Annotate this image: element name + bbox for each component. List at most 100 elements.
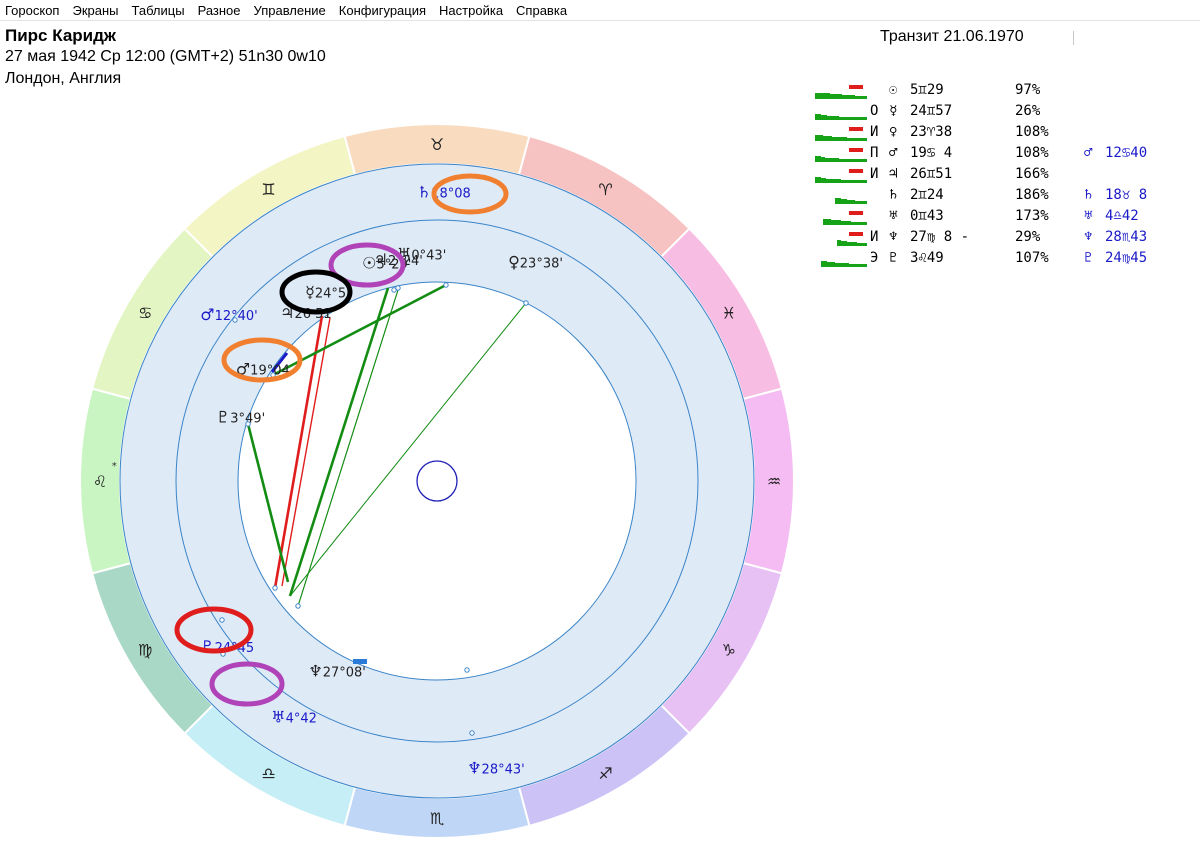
transit-planet-icon: ♆ (1084, 229, 1093, 245)
mars-icon: ♂ (200, 305, 214, 324)
planet-icon: ☿ (889, 103, 898, 119)
natal-position: 3♌49 (910, 250, 944, 266)
menu-settings[interactable]: Настройка (439, 2, 504, 18)
strength-bars (815, 167, 867, 183)
planet-icon: ♄ (889, 187, 898, 203)
birth-date-line: 27 мая 1942 Ср 12:00 (GMT+2) 51n30 0w10 (5, 48, 326, 65)
leo-mark: * (112, 461, 117, 472)
planet-tick (469, 730, 475, 736)
aspect-line (273, 315, 324, 589)
strength-bars (815, 146, 867, 162)
aspect-line (289, 302, 527, 597)
transit-label-mars[interactable]: ♂12°40' (200, 305, 258, 324)
pluto-icon: ♇ (216, 408, 230, 427)
planet-category: И (870, 124, 879, 140)
menu-tables[interactable]: Таблицы (131, 2, 185, 18)
planet-row[interactable]: Э ♇ 3♌49 107% ♇ 24♍45 (815, 248, 1200, 269)
menu-screens[interactable]: Экраны (72, 2, 119, 18)
aspect-circle (237, 281, 637, 681)
transit-label-saturn[interactable]: ♄18°08 (417, 183, 471, 202)
menu-misc[interactable]: Разное (197, 2, 241, 18)
menu-help[interactable]: Справка (516, 2, 568, 18)
transit-position: 28♏43 (1105, 229, 1148, 245)
planet-tick (219, 617, 225, 623)
planet-tick (295, 603, 301, 609)
zodiac-glyph-libra: ♎ (261, 764, 275, 783)
transit-planet-icon: ♄ (1084, 187, 1093, 203)
transit-label-uranus[interactable]: ♅4°42 (271, 708, 317, 727)
mercury-icon: ☿ (305, 283, 315, 302)
planet-icon: ♅ (889, 208, 898, 224)
strength-bars (815, 83, 867, 99)
natal-position: 27♍ 8 - (910, 229, 970, 245)
planet-strength: 108% (1015, 145, 1049, 161)
zodiac-glyph-taurus: ♉ (430, 135, 444, 154)
transit-label-neptune[interactable]: ♆28°43' (467, 758, 525, 777)
jupiter-icon: ♃ (374, 250, 388, 269)
planet-icon: ♂ (889, 145, 898, 161)
natal-position: 0♊43 (910, 208, 944, 224)
planet-strength: 107% (1015, 250, 1049, 266)
chart-owner-name: Пирс Каридж (5, 26, 116, 45)
natal-position: 24♊57 (910, 103, 953, 119)
planet-row[interactable]: И♆27♍ 8 -29%♆28♏43 (815, 227, 1200, 248)
planet-icon: ♀ (889, 124, 898, 140)
planet-category: И (870, 229, 879, 245)
transit-position: 24♍45 (1105, 250, 1148, 266)
natal-label-jupiter[interactable]: ♃2°24' (374, 250, 423, 269)
planet-category: О (870, 103, 879, 119)
neptune-icon: ♆ (308, 662, 322, 681)
transit-position: 4♎42 (1105, 208, 1139, 224)
planet-strength: 166% (1015, 166, 1049, 182)
natal-label-neptune[interactable]: ♆27°08' (308, 662, 366, 681)
transit-position: 12♋40 (1105, 145, 1148, 161)
natal-label-venus[interactable]: ♀23°38' (508, 252, 563, 271)
transit-planet-icon: ♂ (1084, 145, 1093, 161)
menu-configuration[interactable]: Конфигурация (338, 2, 427, 18)
planet-tick (245, 421, 251, 427)
planet-tick (523, 300, 529, 306)
strength-bars (815, 209, 867, 225)
natal-label-mercury[interactable]: ☿24°5 (305, 283, 346, 302)
menu-bar: Гороскоп Экраны Таблицы Разное Управлени… (0, 0, 1200, 21)
highlight-ellipse (328, 242, 406, 288)
planet-tick (232, 317, 238, 323)
planet-icon: ♃ (889, 166, 898, 182)
planet-strength: 108% (1015, 124, 1049, 140)
natal-label-pluto[interactable]: ♇3°49' (216, 408, 265, 427)
planet-category: И (870, 166, 879, 182)
planet-strength: 186% (1015, 187, 1049, 203)
menu-control[interactable]: Управление (253, 2, 326, 18)
center-circle (416, 460, 458, 502)
zodiac-glyph-sagittarius: ♐ (598, 764, 612, 783)
planet-tick (464, 667, 470, 673)
natal-position: 5♊29 (910, 82, 944, 98)
highlight-ellipse (221, 337, 303, 383)
zodiac-glyph-aquarius: ♒ (767, 472, 781, 491)
transit-planet-icon: ♇ (1084, 250, 1093, 266)
planet-strength: 29% (1015, 229, 1041, 245)
highlight-ellipse (431, 173, 509, 215)
saturn-icon: ♄ (417, 183, 431, 202)
horoscope-wheel[interactable]: ♉♈♓♒♑♐♏♎♍♌♋♊*♄18°08♂12°40'♇24°45♅4°42♆28… (0, 90, 800, 859)
transit-planet-icon: ♅ (1084, 208, 1093, 224)
planet-category: П (870, 145, 879, 161)
strength-bars (815, 104, 867, 120)
planet-category: Э (870, 250, 879, 266)
zodiac-glyph-aries: ♈ (598, 180, 612, 199)
menu-horoscope[interactable]: Гороскоп (5, 2, 60, 18)
transit-position: 18♉ 8 (1105, 187, 1148, 203)
aspect-line (297, 289, 399, 607)
planet-icon: ☉ (889, 82, 898, 98)
planet-icon: ♇ (889, 250, 898, 266)
strength-bars (815, 230, 867, 246)
neptune-icon: ♆ (467, 758, 481, 777)
